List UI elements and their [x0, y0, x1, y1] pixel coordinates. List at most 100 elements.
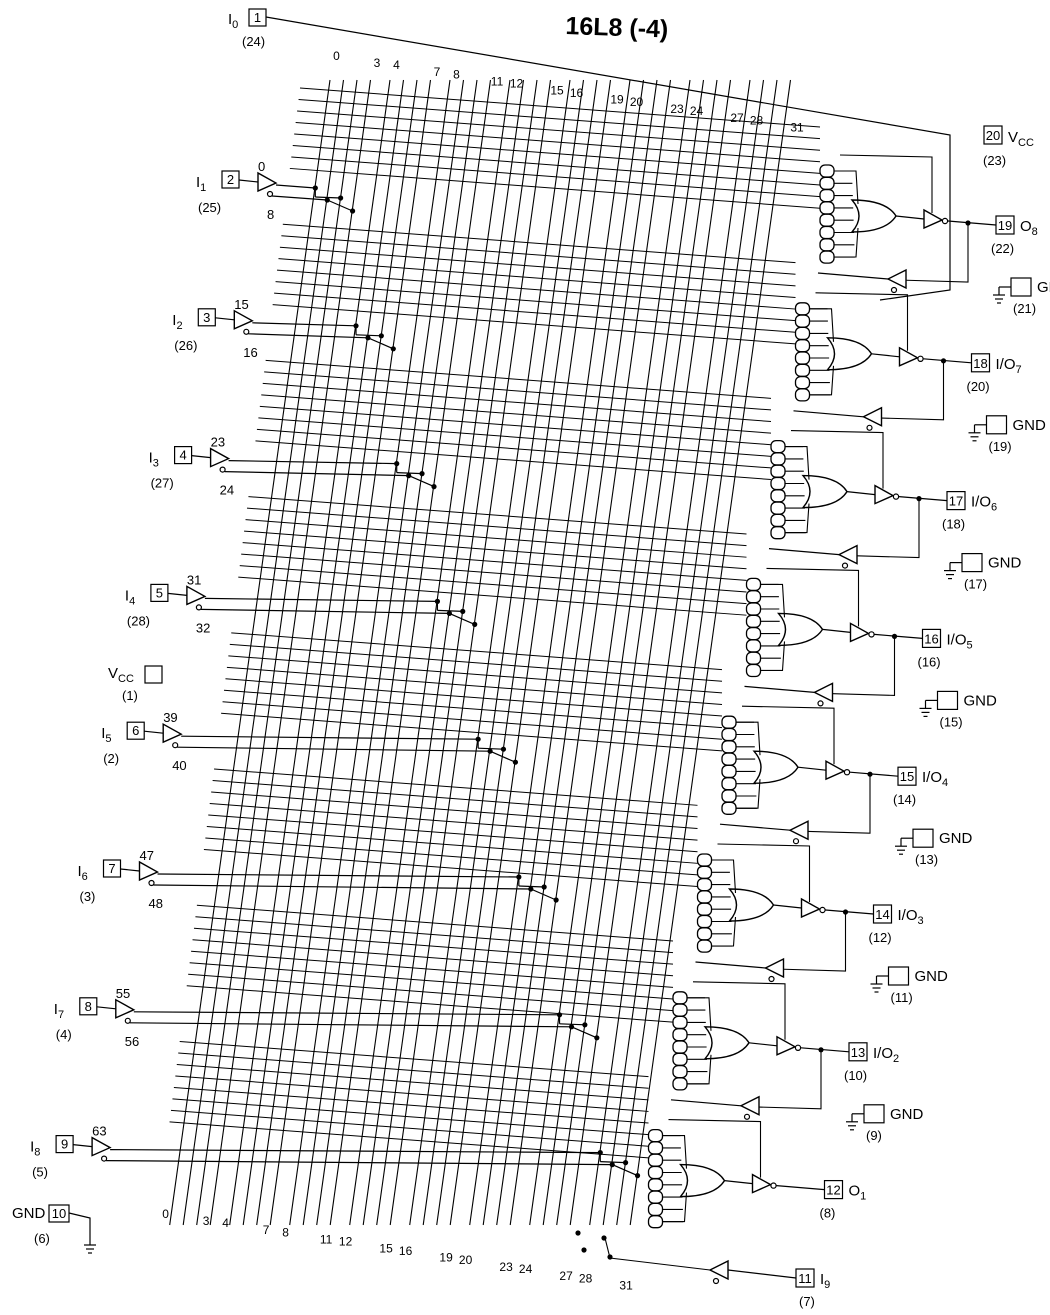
inverter-bubble-icon — [148, 879, 155, 887]
pin-box — [848, 1042, 868, 1062]
inverter-icon — [898, 346, 920, 367]
feedback-wire — [695, 961, 766, 969]
and-gate-icon — [672, 1003, 688, 1017]
inverter-bubble-icon — [841, 562, 849, 569]
input-section — [48, 8, 951, 1254]
product-term-line — [262, 382, 772, 423]
row-label-top: 15 — [234, 297, 248, 312]
input-label: I0 — [228, 11, 238, 31]
output-enable-line — [790, 430, 884, 489]
pin-box — [102, 859, 122, 878]
alt-pin-number: (4) — [56, 1027, 72, 1042]
true-line — [133, 1011, 560, 1016]
or-input-line — [687, 1054, 712, 1085]
input-wire — [120, 868, 140, 872]
and-gate-icon — [794, 302, 811, 316]
pin-number: 11 — [798, 1271, 812, 1286]
and-gate-icon — [819, 250, 835, 264]
product-term-line — [256, 428, 772, 469]
feedback-wire — [604, 1237, 711, 1271]
output-label: I/O5 — [947, 631, 973, 651]
alt-pin-number: (9) — [866, 1128, 882, 1143]
product-term-line — [203, 848, 698, 888]
input-label: I7 — [54, 1001, 64, 1021]
product-term-line — [225, 678, 723, 717]
product-term-line — [228, 655, 723, 694]
junction-dot — [582, 1022, 588, 1028]
tap-line — [396, 472, 423, 475]
pin-number: 10 — [52, 1206, 66, 1221]
column-label-top: 12 — [510, 77, 524, 91]
alt-pin-number: (2) — [103, 751, 119, 766]
input-wire — [144, 730, 164, 734]
tap-line — [449, 612, 475, 625]
and-gate-icon — [819, 238, 835, 252]
gnd-label: GND — [890, 1106, 924, 1123]
column-line — [569, 79, 732, 1226]
and-gate-icon — [745, 626, 762, 641]
inverter-icon — [874, 484, 895, 505]
and-gate-icon — [819, 201, 835, 215]
junction-dot — [419, 471, 425, 477]
product-term-line — [264, 371, 772, 411]
tap-line — [355, 334, 382, 337]
pin-box — [79, 997, 98, 1016]
output-wire — [800, 1047, 850, 1053]
column-label-bottom: 27 — [559, 1269, 573, 1283]
and-gate-icon — [721, 727, 737, 742]
and-gate-icon — [647, 1215, 664, 1229]
inverter-bubble-icon — [219, 466, 226, 473]
vcc-label: VCC — [108, 665, 134, 685]
output-section — [575, 125, 1032, 1288]
inverter-bubble-icon — [195, 604, 202, 611]
output-label: I/O4 — [922, 769, 948, 789]
pin-number: 13 — [851, 1045, 865, 1060]
feedback-buffer-icon — [837, 544, 858, 565]
tap-line — [530, 888, 557, 901]
product-term-line — [175, 1075, 649, 1112]
and-gate-icon — [794, 326, 811, 341]
inverter-bubble-icon — [890, 286, 898, 294]
and-gate-icon — [647, 1165, 664, 1180]
and-gate-icon — [819, 188, 835, 203]
buffer-icon — [115, 998, 136, 1019]
alt-pin-number: (18) — [942, 517, 965, 532]
column-label-top: 24 — [690, 104, 704, 118]
inverter-bubble-icon — [817, 700, 824, 707]
output-wire — [874, 633, 923, 639]
inverter-icon — [800, 897, 822, 919]
and-gate-icon — [745, 639, 762, 653]
and-gate-icon — [647, 1141, 664, 1155]
gnd-label: GND — [12, 1205, 46, 1222]
and-gate-icon — [745, 590, 762, 604]
input-wire — [238, 179, 259, 183]
product-term-line — [259, 405, 772, 446]
alt-pin-number: (14) — [893, 792, 916, 807]
feedback-wire — [719, 823, 791, 831]
product-term-line — [214, 768, 698, 806]
pin-number: 2 — [227, 172, 234, 187]
pin-number: 3 — [203, 310, 210, 325]
column-label-top: 28 — [750, 113, 764, 127]
output-enable-line — [741, 705, 835, 765]
column-label-top: 23 — [670, 102, 684, 116]
or-input-line — [809, 308, 835, 342]
complement-line — [129, 1022, 572, 1028]
pin-number: 19 — [998, 218, 1012, 233]
column-label-top: 11 — [491, 74, 504, 88]
and-gate-icon — [696, 853, 713, 867]
output-enable-line — [815, 292, 909, 351]
inverter-bubble-icon — [941, 217, 949, 225]
product-term-line — [272, 304, 796, 345]
or-gate-icon — [727, 888, 775, 922]
and-gate-icon — [794, 388, 811, 402]
and-gate-icon — [672, 1028, 688, 1042]
column-label-top: 8 — [453, 67, 460, 81]
column-label-bottom: 19 — [439, 1251, 453, 1265]
column-label-top: 3 — [374, 56, 381, 70]
input-wire — [73, 1144, 93, 1148]
true-line — [275, 184, 316, 189]
pin-box — [55, 1134, 74, 1154]
feedback-wire — [768, 548, 840, 556]
row-label-top: 31 — [187, 572, 201, 587]
